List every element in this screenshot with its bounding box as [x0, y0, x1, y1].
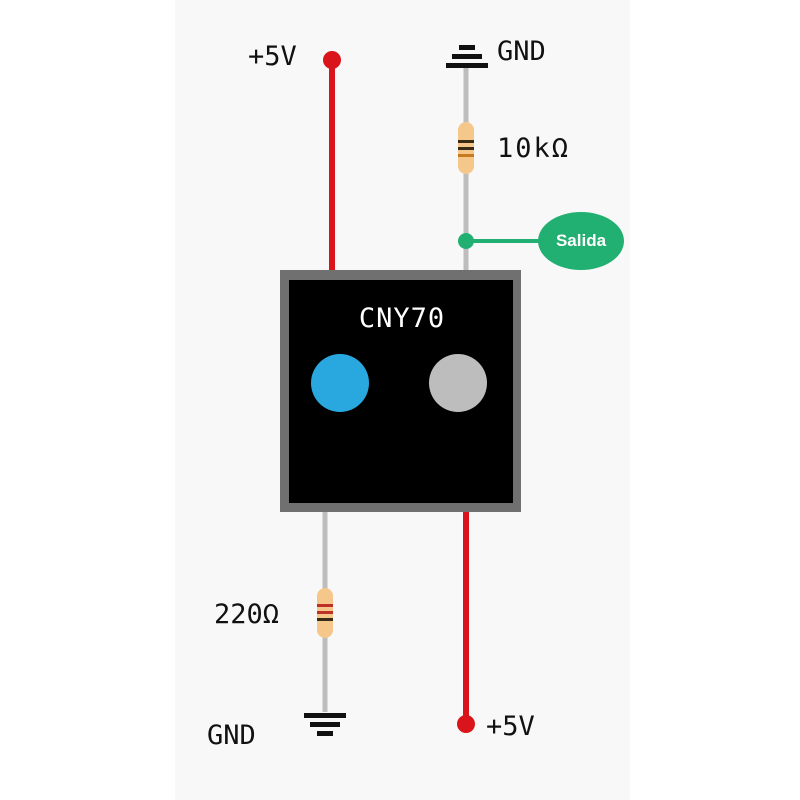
phototransistor-icon: [429, 354, 487, 412]
output-label: Salida: [555, 231, 607, 250]
resistor-10k-label: 10kΩ: [497, 133, 571, 164]
ground-symbol-bottom-icon: [304, 713, 346, 736]
resistor-220-icon: [317, 588, 333, 638]
vcc-bottom-label: +5V: [486, 711, 535, 742]
gnd-bottom-label: GND: [207, 720, 256, 751]
resistor-220-label: 220Ω: [214, 599, 280, 630]
gnd-top-label: GND: [497, 36, 546, 67]
output-node: [458, 233, 474, 249]
vcc-top-label: +5V: [248, 41, 297, 72]
emitter-led-icon: [311, 354, 369, 412]
ground-symbol-top-icon: [446, 45, 488, 68]
resistor-10k-icon: [458, 122, 474, 174]
output-label-bubble: [538, 212, 624, 270]
power-terminal-top-icon: [323, 51, 341, 69]
power-terminal-bottom-icon: [457, 715, 475, 733]
sensor-title: CNY70: [358, 303, 446, 334]
